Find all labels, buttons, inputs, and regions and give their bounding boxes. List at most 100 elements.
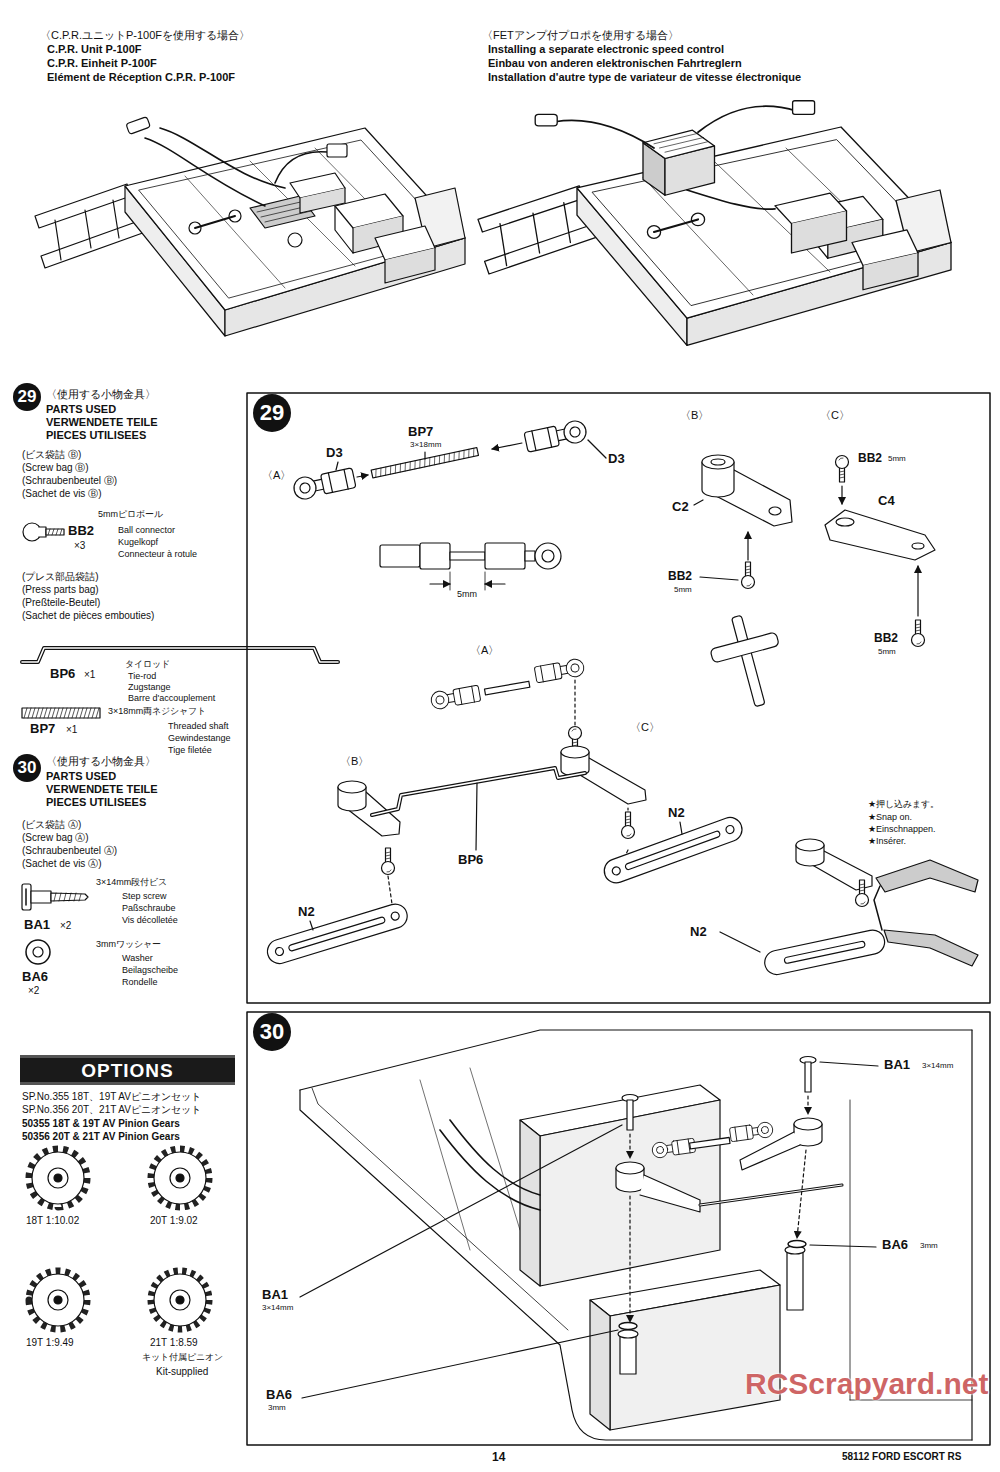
callout-letter: 〈A〉 [470, 645, 499, 657]
line-art [520, 1120, 540, 1286]
line-art [525, 551, 535, 561]
note-text: 21T 1:8.59 [150, 1338, 198, 1349]
line-art [26, 940, 50, 964]
quantity: ×2 [28, 986, 39, 997]
note-text: キット付属ピニオン [142, 1353, 223, 1362]
caption-text: 50355 18T & 19T AV Pinion Gears [22, 1119, 180, 1130]
rod-assembly [292, 419, 606, 501]
line-art [154, 1152, 206, 1204]
part-code: BA6 [22, 970, 48, 984]
note-text: SP.No.355 18T、19T AVピニオンセット [22, 1092, 201, 1103]
line-art [643, 130, 715, 158]
line-art [54, 893, 81, 901]
caption-text: Washer [122, 954, 153, 963]
part-code: BA1 [262, 1288, 288, 1302]
caption-text: Paßschraube [122, 904, 176, 913]
note-text: (Sachet de vis Ⓑ) [22, 489, 101, 500]
line-art [170, 1168, 190, 1188]
heading-text: VERWENDETE TEILE [46, 784, 158, 796]
line-art [620, 1334, 636, 1374]
chassis-drawing [35, 117, 465, 336]
line-art [794, 1118, 822, 1130]
line-art [371, 448, 478, 478]
line-art [534, 658, 585, 684]
line-art [702, 455, 734, 469]
line-art [640, 1175, 700, 1212]
line-art [264, 901, 410, 966]
line-art [430, 583, 450, 584]
line-art [680, 822, 682, 834]
line-art [484, 681, 529, 695]
line-art [51, 893, 88, 901]
line-art [874, 886, 882, 930]
line-art [574, 680, 575, 726]
line-art [720, 932, 760, 952]
line-art [747, 532, 748, 560]
line-art [450, 552, 485, 560]
caption-text: Beilagscheibe [122, 966, 178, 975]
caption-text: C.P.R. Einheit P-100F [47, 58, 157, 70]
line-art [700, 1185, 842, 1205]
banner-text: OPTIONS [81, 1061, 174, 1080]
part-code: BA6 [882, 1238, 908, 1252]
line-art [430, 684, 481, 710]
line-art [561, 746, 589, 758]
line-art [22, 884, 31, 910]
line-art [31, 891, 51, 903]
line-art [836, 456, 849, 483]
line-art [836, 518, 854, 526]
part-code: BP6 [50, 667, 75, 681]
caption-text: Threaded shaft [168, 722, 229, 731]
line-art [32, 1152, 84, 1204]
part-code: D3 [326, 446, 343, 460]
line-art [876, 860, 978, 892]
line-art [274, 946, 284, 956]
line-art [440, 1120, 540, 1210]
callout-letter: 〈A〉 [262, 470, 291, 482]
dimension: 3mm [920, 1242, 938, 1250]
dimension: 5mm [888, 455, 906, 463]
step-number-text: 30 [260, 1021, 284, 1043]
callout-letter: 〈C〉 [630, 722, 660, 734]
line-art [616, 1162, 644, 1174]
note-text: 3×18mm両ネジシャフト [108, 707, 206, 716]
line-art [372, 768, 585, 815]
watermark: RCScrapyard.net [745, 1368, 988, 1400]
line-art [912, 543, 924, 549]
line-art [374, 448, 475, 477]
note-text: (ビス袋詰 Ⓐ) [22, 820, 81, 831]
line-art [841, 486, 842, 504]
line-art [732, 615, 765, 706]
line-art [338, 781, 366, 793]
part-code: BB2 [668, 570, 692, 583]
line-art [478, 127, 951, 345]
snap-on-figure [720, 839, 978, 977]
caption-text: Step screw [122, 892, 167, 901]
line-art [288, 233, 302, 247]
part-code: N2 [298, 905, 315, 919]
c2-part [694, 455, 793, 714]
line-art [46, 529, 64, 535]
line-art [22, 648, 338, 662]
caption-text: 50356 20T & 21T AV Pinion Gears [22, 1132, 180, 1143]
step-number: 30 [253, 1013, 291, 1051]
line-art [300, 188, 345, 213]
line-art [310, 921, 313, 930]
heading-text: PARTS USED [46, 771, 116, 783]
caption-text: Einbau von anderen elektronischen Fahrtr… [488, 58, 742, 70]
line-art [23, 523, 41, 541]
line-art [651, 1138, 695, 1159]
heading-text: PIECES UTILISEES [46, 797, 146, 809]
line-art [24, 708, 99, 718]
line-art [725, 824, 735, 834]
line-art [48, 1290, 68, 1310]
line-art [796, 839, 824, 851]
note-text: (Sachet de pièces embouties) [22, 611, 154, 622]
part-code: BP6 [458, 853, 483, 867]
line-art [787, 1250, 803, 1310]
caption-text: Zugstange [128, 683, 171, 692]
line-art [145, 128, 335, 206]
step-frame [247, 1012, 990, 1445]
dimension: 3×18mm [410, 441, 441, 449]
line-art [590, 1300, 610, 1430]
